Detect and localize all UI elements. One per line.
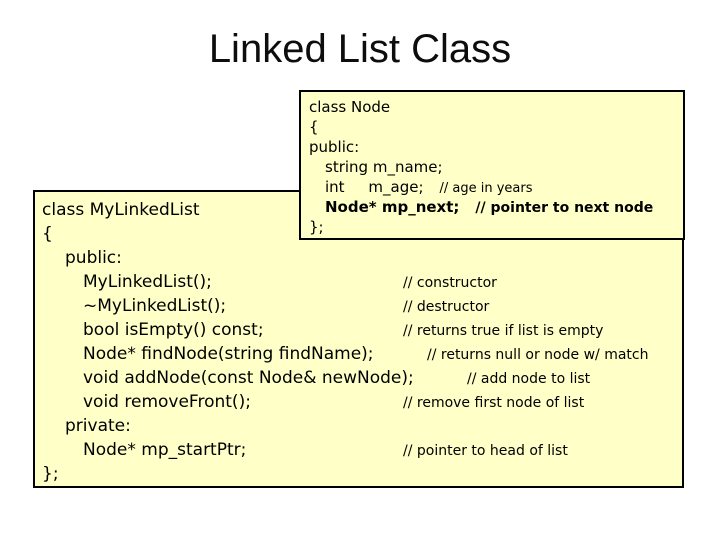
code-text: };: [309, 218, 324, 236]
code-text: Node* mp_startPtr;: [83, 440, 247, 460]
code-comment: // pointer to head of list: [403, 443, 568, 459]
code-text: public:: [309, 138, 360, 156]
code-text: string m_name;: [325, 158, 443, 176]
code-text: Node* mp_next;: [325, 198, 460, 216]
code-text: };: [42, 464, 59, 484]
code-comment: // returns null or node w/ match: [427, 347, 649, 363]
code-text: void addNode(const Node& newNode);: [83, 368, 414, 388]
code-comment: // add node to list: [467, 371, 591, 387]
code-line: Node* findNode(string findName); // retur…: [35, 342, 682, 366]
node-class-box: class Node { public: string m_name; int …: [299, 90, 685, 240]
code-line: public:: [301, 137, 683, 157]
code-text: int m_age;: [325, 178, 424, 196]
code-text: private:: [65, 416, 131, 436]
code-text: Node* findNode(string findName);: [83, 344, 374, 364]
code-line: class MyLinkedList: [35, 198, 682, 222]
slide-title: Linked List Class: [208, 27, 512, 71]
code-text: MyLinkedList();: [83, 272, 212, 292]
code-comment: // returns true if list is empty: [403, 323, 604, 339]
code-line: private:: [35, 414, 682, 438]
code-text: class MyLinkedList: [42, 200, 200, 220]
code-line: {: [301, 117, 683, 137]
code-text: ~MyLinkedList();: [83, 296, 227, 316]
code-line: class Node: [301, 97, 683, 117]
code-text: {: [309, 118, 319, 136]
code-line: MyLinkedList(); // constructor: [35, 270, 682, 294]
code-line: bool isEmpty() const; // returns true if …: [35, 318, 682, 342]
code-comment: // age in years: [439, 181, 533, 196]
code-line: void removeFront(); // remove first node …: [35, 390, 682, 414]
code-line: void addNode(const Node& newNode); // add…: [35, 366, 682, 390]
code-line: string m_name;: [301, 157, 683, 177]
code-line: ~MyLinkedList(); // destructor: [35, 294, 682, 318]
code-line: Node* mp_next; // pointer to next node: [301, 197, 683, 217]
code-comment: // pointer to next node: [475, 200, 654, 216]
code-line: {: [35, 222, 682, 246]
code-text: class Node: [309, 98, 391, 116]
code-text: public:: [65, 248, 122, 268]
code-line: };: [35, 462, 682, 486]
code-line: public:: [35, 246, 682, 270]
code-line: int m_age; // age in years: [301, 177, 683, 197]
code-text: {: [42, 224, 53, 244]
code-comment: // constructor: [403, 275, 497, 291]
code-comment: // remove first node of list: [403, 395, 585, 411]
code-comment: // destructor: [403, 299, 490, 315]
code-text: void removeFront();: [83, 392, 251, 412]
code-line: Node* mp_startPtr; // pointer to head of …: [35, 438, 682, 462]
code-text: bool isEmpty() const;: [83, 320, 264, 340]
code-line: };: [301, 217, 683, 237]
